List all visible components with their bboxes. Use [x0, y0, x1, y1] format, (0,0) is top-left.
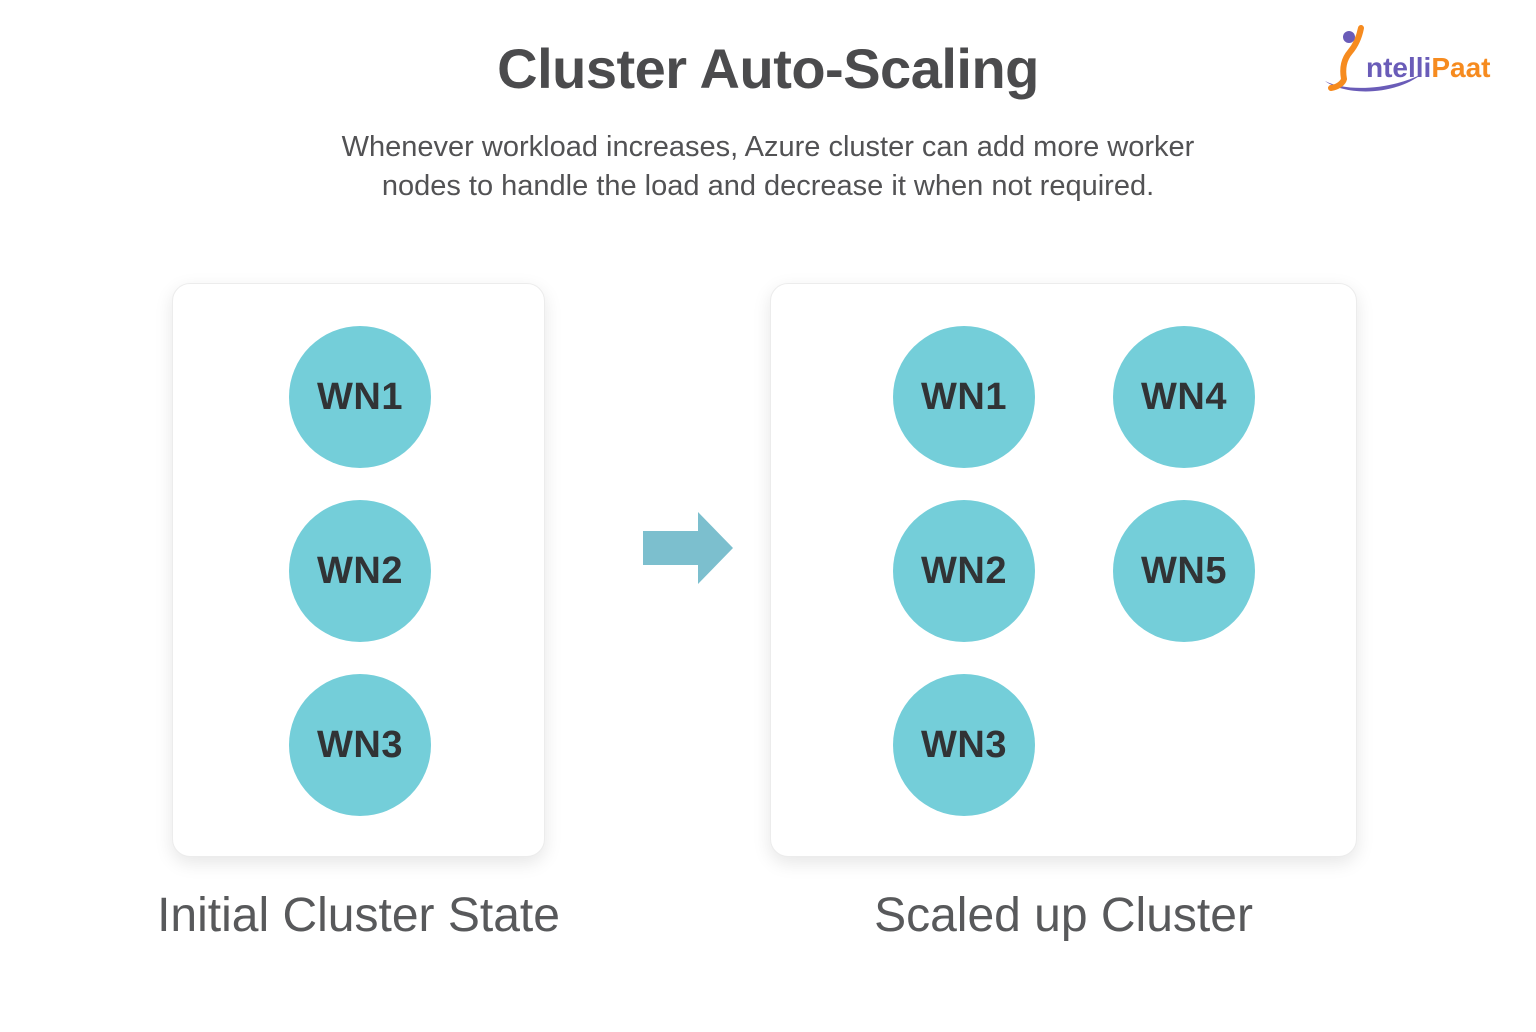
person-figure-icon: [1325, 25, 1422, 92]
logo-text: ntelliPaat: [1366, 52, 1491, 83]
right-arrow-icon: [643, 510, 733, 586]
worker-node: WN3: [289, 674, 431, 816]
worker-node: WN1: [289, 326, 431, 468]
scaled-cluster-label: Scaled up Cluster: [874, 889, 1253, 942]
subtitle-line-2: nodes to handle the load and decrease it…: [381, 170, 1155, 202]
intellipaat-logo: ntelliPaat: [1325, 25, 1491, 92]
worker-node: WN1: [893, 326, 1035, 468]
logo-text-primary: ntelli: [1366, 52, 1431, 83]
page-title: Cluster Auto-Scaling: [497, 37, 1039, 100]
logo-text-secondary: Paat: [1431, 52, 1490, 83]
worker-node: WN3: [893, 674, 1035, 816]
page-subtitle: Whenever workload increases, Azure clust…: [0, 128, 1536, 206]
initial-cluster-label: Initial Cluster State: [157, 889, 560, 942]
worker-node: WN4: [1113, 326, 1255, 468]
worker-node: WN2: [893, 500, 1035, 642]
subtitle-line-1: Whenever workload increases, Azure clust…: [341, 131, 1195, 163]
worker-node: WN5: [1113, 500, 1255, 642]
worker-node: WN2: [289, 500, 431, 642]
